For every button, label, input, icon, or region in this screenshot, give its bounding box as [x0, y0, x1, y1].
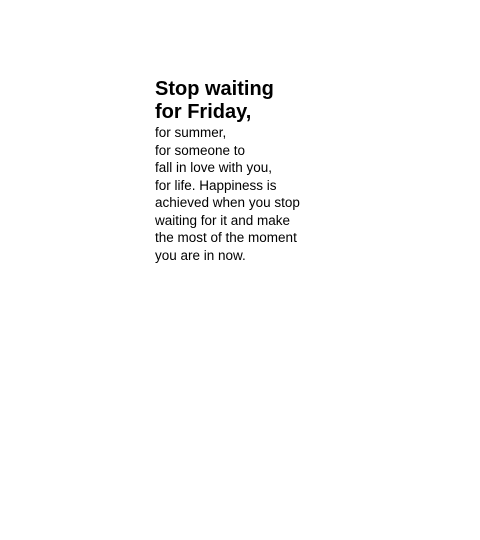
quote-body: for summer, for someone to fall in love …	[155, 124, 355, 264]
quote-block: Stop waiting for Friday, for summer, for…	[155, 78, 355, 264]
quote-line: waiting for it and make	[155, 212, 291, 228]
quote-line: for summer,	[155, 125, 227, 140]
quote-headline: Stop waiting for Friday,	[155, 78, 355, 124]
headline-line: Stop waiting	[155, 78, 274, 100]
quote-line: for life. Happiness is	[155, 177, 277, 193]
quote-line: for someone to	[155, 142, 246, 158]
quote-line: you are in now.	[155, 247, 246, 263]
headline-line: for Friday,	[155, 101, 252, 123]
quote-line: fall in love with you,	[155, 160, 273, 175]
quote-line: the most of the moment	[155, 230, 297, 245]
quote-line: achieved when you stop	[155, 195, 300, 210]
